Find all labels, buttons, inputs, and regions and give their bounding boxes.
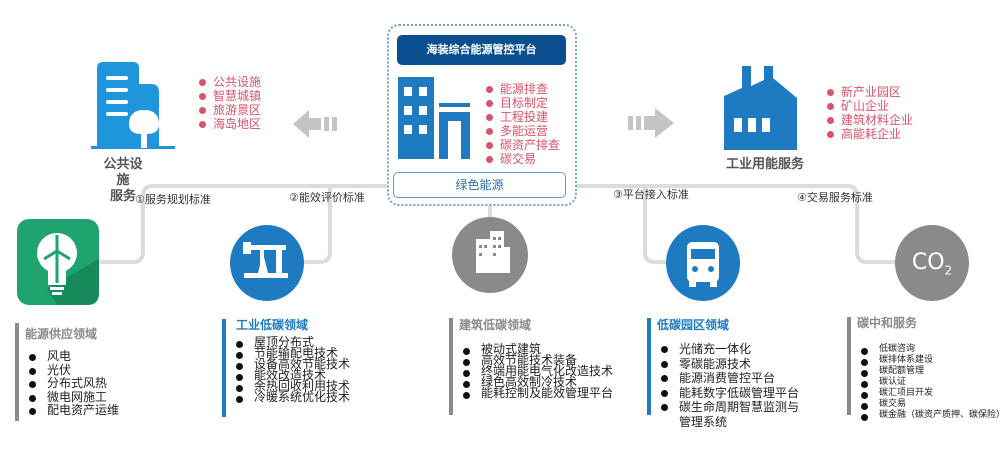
list-item: 新产业园区 [827, 85, 913, 99]
label-line: 公共设施 [103, 157, 143, 188]
platform-title: 海装综合能源管控平台 [397, 35, 566, 65]
list-item: 碳排体系建设 [859, 355, 1000, 366]
office-building-icon [398, 77, 470, 159]
list-item: 智慧城镇 [199, 89, 261, 103]
section-title: 建筑低碳领域 [459, 318, 532, 332]
list-item: 碳交易 [859, 399, 1000, 410]
list-item: 能耗控制及能效管理平台 [461, 387, 613, 399]
standard-label: ②能效评价标准 [289, 191, 365, 204]
list-item: 多能运营 [486, 124, 560, 138]
list-item: 余热回收利用技术 [234, 380, 350, 392]
industrial-service-list: 新产业园区 矿山企业 建筑材料企业 高能耗企业 [827, 85, 913, 141]
section-bar [222, 319, 226, 417]
oil-pump-icon [230, 225, 304, 301]
section-bar [15, 323, 19, 421]
list-item: 高效节能技术装备 [461, 354, 613, 366]
list-item: 碳汇项目开发 [859, 388, 1000, 399]
list-item: 碳认证 [859, 377, 1000, 388]
public-facility-icon [91, 62, 175, 149]
list-item: 绿色高效制冷技术 [461, 376, 613, 388]
list-item: 配电资产运维 [27, 403, 119, 418]
list-item: 能耗数字低碳管理平台 [659, 386, 809, 401]
list-item: 旅游景区 [199, 103, 261, 117]
list-item: 目标制定 [486, 96, 560, 110]
factory-icon [724, 66, 797, 150]
list-item: 建筑材料企业 [827, 113, 913, 127]
platform-functions: 能源排查 目标制定 工程投建 多能运营 碳资产排查 碳交易 [486, 82, 560, 166]
section-title: 能源供应领域 [25, 327, 98, 341]
co2-subscript: 2 [944, 263, 953, 278]
list-item: 碳生命周期智慧监测与管理系统 [659, 400, 809, 429]
section-title: 低碳园区领域 [657, 318, 730, 332]
arrow-right-icon [628, 108, 674, 138]
bus-icon [666, 225, 740, 301]
list-item: 微电网施工 [27, 390, 119, 405]
list-item: 能源排查 [486, 82, 560, 96]
industrial-service-label: 工业用能服务 [725, 157, 804, 172]
list-item: 海岛地区 [199, 117, 261, 131]
list-item: 矿山企业 [827, 99, 913, 113]
public-service-list: 公共设施 智慧城镇 旅游景区 海岛地区 [199, 75, 261, 131]
list-item: 低碳咨询 [859, 344, 1000, 355]
city-building-icon [452, 217, 528, 293]
section-bar [847, 317, 851, 415]
standard-label: ③平台接入标准 [613, 188, 689, 201]
list-item: 碳配额管理 [859, 366, 1000, 377]
list-item: 碳资产排查 [486, 138, 560, 152]
list-item: 公共设施 [199, 75, 261, 89]
list-item: 终端用能电气化改造技术 [461, 365, 613, 377]
list-item: 碳交易 [486, 152, 560, 166]
list-item: 碳金融（碳资产质押、碳保险） [859, 410, 1000, 421]
section-bar [647, 318, 651, 415]
list-item: 零碳能源技术 [659, 357, 809, 372]
public-service-label: 公共设施 服务 [98, 157, 148, 205]
co2-icon: CO2 [895, 225, 969, 301]
list-item: 能源消费管控平台 [659, 371, 809, 386]
list-item: 分布式风热 [27, 376, 119, 391]
standard-label: ①服务规划标准 [135, 193, 211, 206]
section-title: 工业低碳领域 [236, 318, 309, 332]
arrow-left-icon [293, 110, 337, 138]
standard-label: ④交易服务标准 [797, 191, 873, 204]
list-item: 光储充一体化 [659, 342, 809, 357]
list-item: 被动式建筑 [461, 343, 613, 355]
section-title: 碳中和服务 [857, 316, 918, 330]
green-energy-box: 绿色能源 [393, 172, 566, 198]
list-item: 节能输配电技术 [234, 347, 350, 359]
list-item: 设备高效节能技术 [234, 358, 350, 370]
list-item: 工程投建 [486, 110, 560, 124]
list-item: 高能耗企业 [827, 127, 913, 141]
list-item: 风电 [27, 349, 119, 364]
wind-bulb-icon [17, 219, 99, 305]
co2-text: CO [911, 250, 945, 275]
list-item: 光伏 [27, 363, 119, 378]
list-item: 屋顶分布式 [234, 336, 350, 348]
list-item: 能效改造技术 [234, 369, 350, 381]
section-bar [449, 318, 453, 415]
list-item: 冷暖系统优化技术 [234, 391, 350, 403]
label-line: 服务 [109, 189, 136, 204]
